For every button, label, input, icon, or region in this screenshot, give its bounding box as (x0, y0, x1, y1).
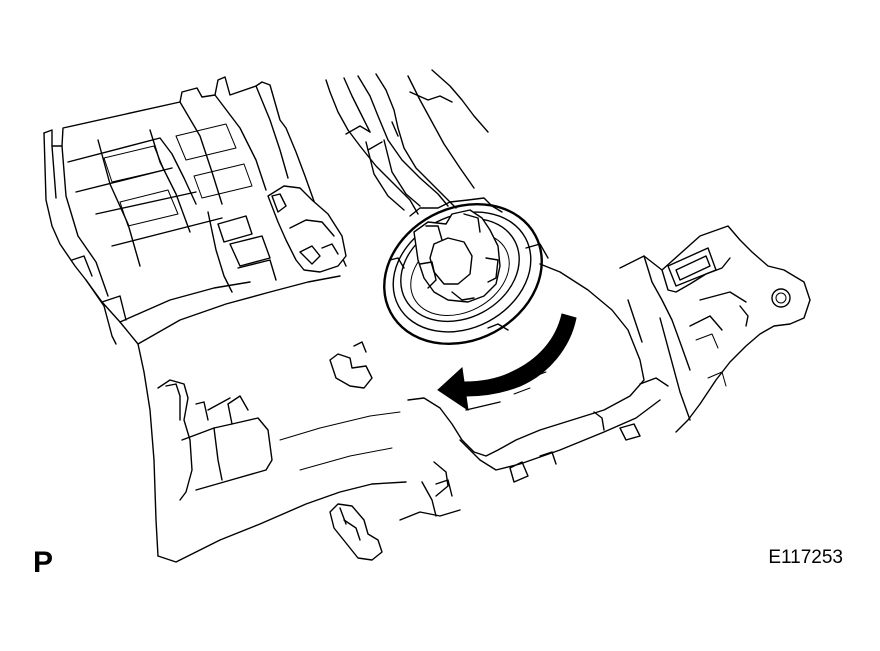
rotation-arrow (437, 313, 577, 412)
figure-code: E117253 (768, 547, 843, 568)
bulb-socket (383, 197, 549, 346)
small-socket-connector (207, 185, 347, 293)
housing-body (43, 76, 407, 563)
right-mounting-frame (619, 225, 811, 433)
bottom-bracket (329, 479, 461, 561)
wire-harness (325, 69, 489, 215)
view-label: P (33, 546, 54, 579)
left-lower-panel (157, 341, 401, 501)
